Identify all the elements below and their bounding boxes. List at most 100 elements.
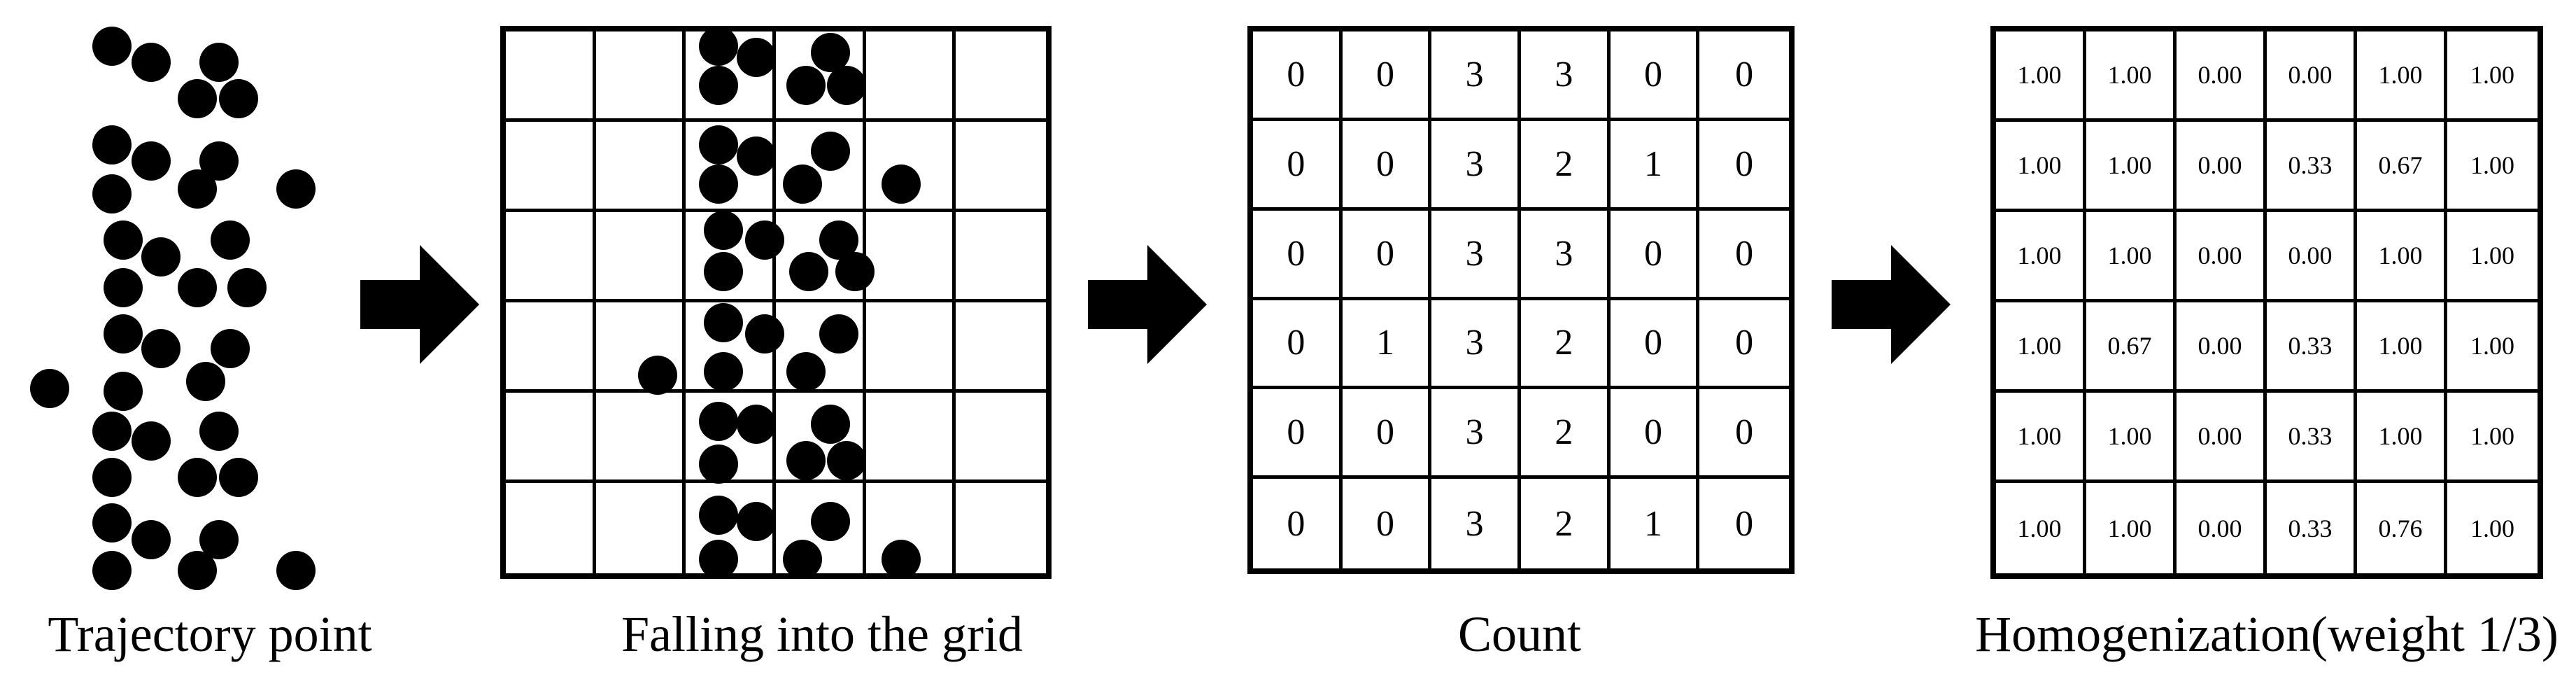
grid-cell <box>506 483 596 573</box>
count-cell: 0 <box>1342 210 1432 300</box>
trajectory-point <box>104 372 143 412</box>
count-caption: Count <box>1457 606 1582 662</box>
grid-caption: Falling into the grid <box>621 606 1023 662</box>
count-cell: 0 <box>1610 210 1700 300</box>
trajectory-point <box>178 268 217 308</box>
count-cell: 0 <box>1610 389 1700 479</box>
count-cell: 0 <box>1699 300 1789 390</box>
homogenization-cell: 0.00 <box>2267 212 2357 302</box>
homogenization-cell: 1.00 <box>2086 212 2177 302</box>
grid-cell <box>595 122 686 212</box>
grid-cell <box>686 393 776 483</box>
count-cell: 0 <box>1699 211 1789 300</box>
grid-cell <box>776 212 866 302</box>
count-cell: 0 <box>1610 300 1700 390</box>
trajectory-point <box>132 43 171 83</box>
count-cell: 0 <box>1342 31 1432 121</box>
count-cell: 3 <box>1431 120 1521 211</box>
grid-cell <box>595 31 686 122</box>
grid-cell <box>506 31 596 122</box>
homogenization-cell: 1.00 <box>1996 393 2086 483</box>
trajectory-caption: Trajectory point <box>48 606 372 662</box>
homogenization-cell: 0.00 <box>2177 302 2267 393</box>
count-cell: 2 <box>1520 120 1611 211</box>
trajectory-point <box>104 268 143 308</box>
homogenization-cell: 0.00 <box>2177 31 2267 122</box>
count-cell: 3 <box>1431 389 1521 479</box>
right-arrow-icon <box>1832 245 1951 364</box>
trajectory-point <box>92 26 132 66</box>
grid-cell <box>686 212 776 302</box>
right-arrow-icon <box>1088 245 1207 364</box>
count-cell: 0 <box>1699 121 1789 211</box>
grid-cell <box>956 31 1046 122</box>
homogenization-cell: 0.33 <box>2267 483 2357 573</box>
trajectory-point <box>218 79 258 118</box>
grid-cell <box>595 393 686 483</box>
count-cell: 0 <box>1342 120 1432 211</box>
trajectory-point <box>132 519 171 559</box>
homogenization-cell: 0.00 <box>2177 393 2267 483</box>
homogenization-cell: 1.00 <box>2357 212 2447 302</box>
count-cell: 1 <box>1611 479 1700 568</box>
homogenization-cell: 1.00 <box>2470 514 2514 542</box>
homogenization-cell: 1.00 <box>2086 31 2177 122</box>
homogenization-cell: 0.00 <box>2177 122 2267 212</box>
count-cell: 0 <box>1253 479 1343 568</box>
grid-cell <box>776 122 866 212</box>
falling-grid <box>500 26 1052 579</box>
homogenization-caption: Homogenization(weight 1/3) <box>1975 606 2559 662</box>
trajectory-point <box>211 329 250 369</box>
trajectory-point <box>92 457 132 497</box>
grid-cell <box>595 302 686 393</box>
trajectory-point <box>92 551 132 591</box>
count-cell: 0 <box>1342 389 1432 479</box>
right-arrow-icon <box>360 245 479 364</box>
trajectory-point <box>178 79 217 118</box>
grid-cell <box>686 302 776 393</box>
trajectory-point <box>199 43 239 83</box>
grid-cell <box>686 31 776 122</box>
homogenization-cell: 1.00 <box>1996 31 2086 122</box>
grid-cell <box>865 302 956 393</box>
homogenization-cell: 0.00 <box>2177 212 2267 302</box>
trajectory-point <box>141 329 181 369</box>
trajectory-point <box>218 457 258 497</box>
homogenization-cell: 1.00 <box>1996 302 2086 393</box>
homogenization-cell: 0.67 <box>2086 302 2177 393</box>
homogenization-cell: 0.00 <box>2267 31 2357 122</box>
trajectory-point <box>29 368 69 408</box>
trajectory-point <box>92 411 132 451</box>
trajectory-point <box>276 551 316 591</box>
homogenization-cell: 0.33 <box>2267 302 2357 393</box>
grid-cell <box>866 483 956 573</box>
trajectory-point <box>92 125 132 164</box>
count-cell: 0 <box>1253 300 1343 390</box>
count-cell: 0 <box>1699 389 1789 479</box>
homogenization-cell: 1.00 <box>2447 122 2538 212</box>
homogenization-cell: 1.00 <box>2086 393 2177 483</box>
count-cell: 3 <box>1431 31 1521 121</box>
homogenization-cell: 0.33 <box>2267 393 2357 483</box>
trajectory-point <box>276 169 316 209</box>
trajectory-point <box>199 411 239 451</box>
grid-cell <box>506 122 596 212</box>
grid-cell <box>776 302 866 393</box>
count-cell: 0 <box>1610 31 1700 121</box>
homogenization-cell: 0.33 <box>2267 122 2357 212</box>
trajectory-point <box>211 220 250 260</box>
trajectory-point <box>185 362 225 402</box>
trajectory-point <box>92 174 132 214</box>
grid-cell <box>865 393 956 483</box>
trajectory-point <box>104 314 143 354</box>
grid-cell <box>776 483 866 573</box>
homogenization-cell: 1.00 <box>1996 122 2086 212</box>
homogenization-cell: 1.00 <box>2086 122 2177 212</box>
count-cell: 1 <box>1610 120 1700 211</box>
trajectory-point <box>178 457 217 497</box>
grid-cell <box>865 122 956 212</box>
grid-cell <box>956 212 1046 302</box>
grid-cell <box>956 302 1046 393</box>
